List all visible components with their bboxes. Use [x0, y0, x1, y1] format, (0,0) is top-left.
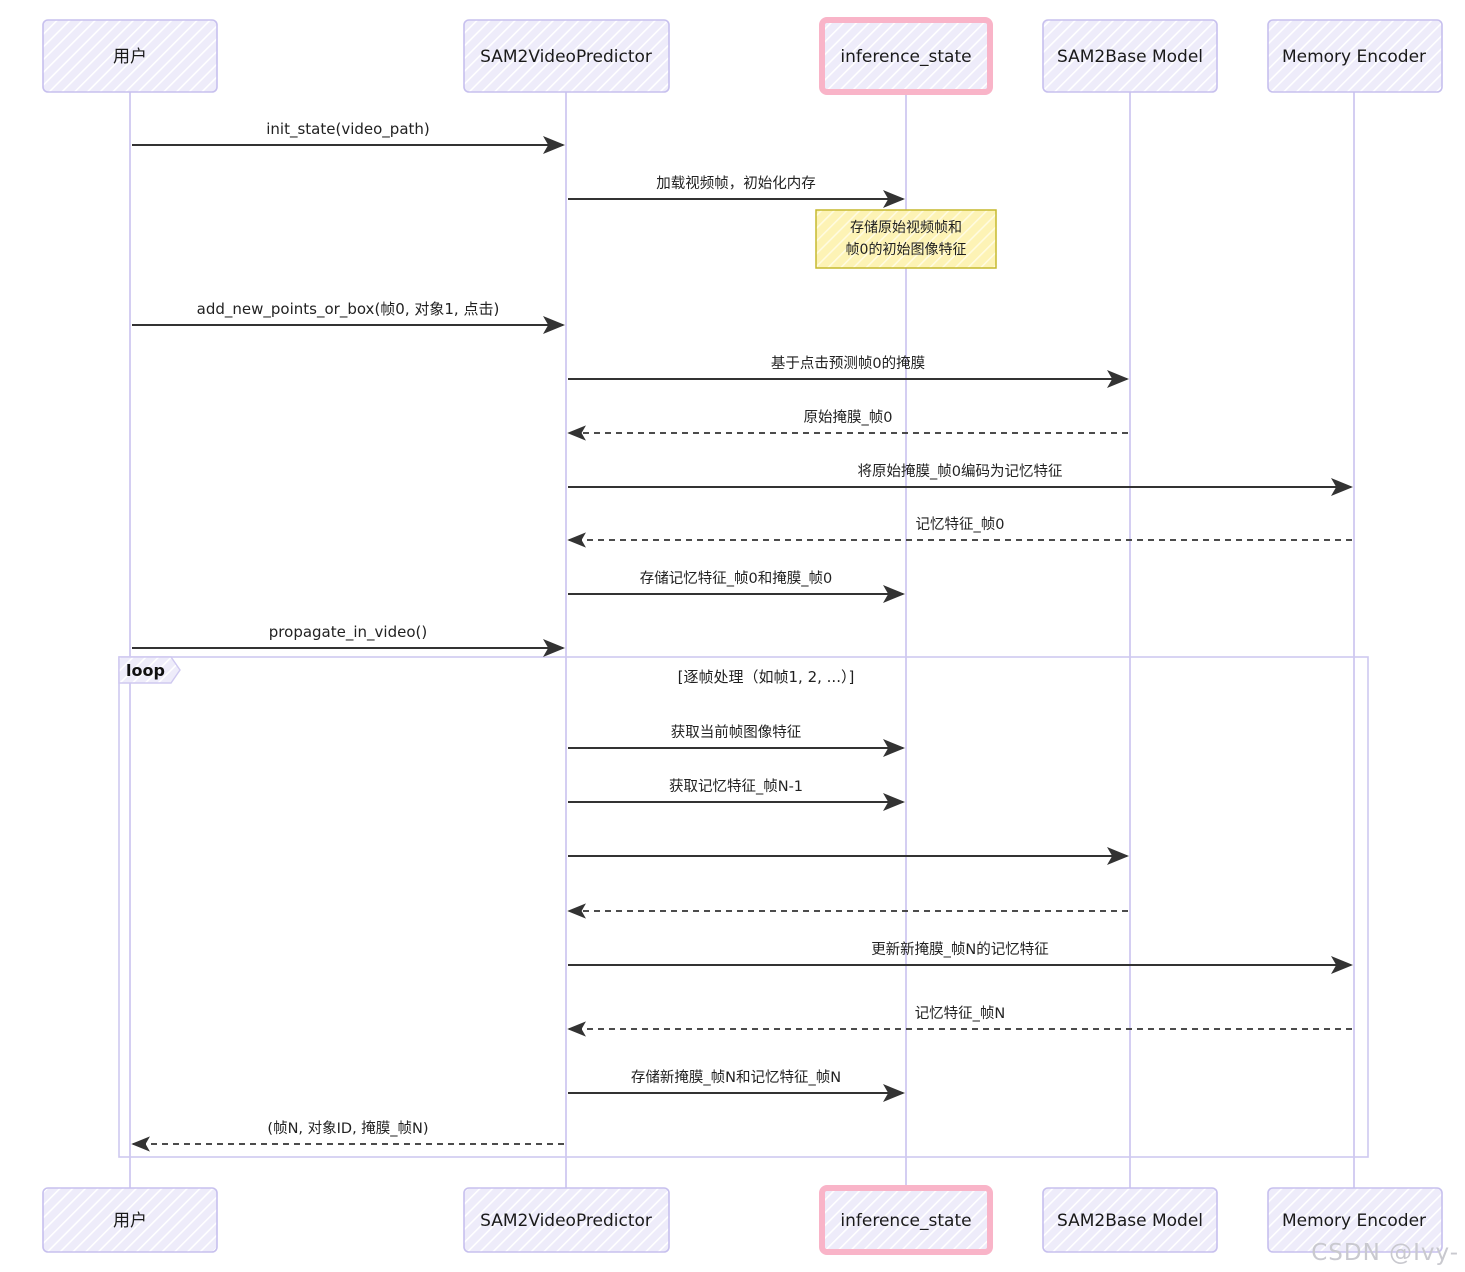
message-m9: propagate_in_video() — [132, 623, 565, 657]
loop-frame — [118, 656, 1369, 1158]
message-label: 记忆特征_帧N — [915, 1005, 1006, 1022]
message-label: 获取记忆特征_帧N-1 — [669, 778, 803, 795]
participant-encoder-bottom[interactable]: Memory Encoder — [1267, 1187, 1443, 1253]
message-label: add_new_points_or_box(帧0, 对象1, 点击) — [197, 300, 500, 319]
participant-label: 用户 — [113, 47, 147, 67]
participant-predictor-bottom[interactable]: SAM2VideoPredictor — [463, 1187, 670, 1253]
message-label: 记忆特征_帧0 — [916, 516, 1005, 533]
message-m5: 原始掩膜_帧0 — [567, 409, 1128, 441]
message-label: 加载视频帧，初始化内存 — [656, 175, 816, 192]
message-label: 将原始掩膜_帧0编码为记忆特征 — [858, 463, 1063, 480]
message-m10: 获取当前帧图像特征 — [568, 724, 905, 757]
loop-condition: [逐帧处理（如帧1, 2, ...）] — [678, 668, 855, 686]
message-label: 更新新掩膜_帧N的记忆特征 — [871, 941, 1049, 958]
message-label: 基于点击预测帧0的掩膜 — [771, 355, 925, 372]
message-m7: 记忆特征_帧0 — [567, 516, 1352, 548]
participant-label: SAM2VideoPredictor — [480, 47, 652, 67]
watermark: CSDN @Ivy- — [1311, 1240, 1459, 1266]
participant-box — [1267, 1187, 1443, 1253]
message-m11: 获取记忆特征_帧N-1 — [568, 778, 905, 811]
participant-state-bottom[interactable]: inference_state — [819, 1185, 993, 1255]
participant-boxes-top: 用户 SAM2VideoPredictor inference_state SAM2B… — [42, 17, 1443, 95]
message-label: 原始掩膜_帧0 — [804, 409, 893, 426]
message-m8: 存储记忆特征_帧0和掩膜_帧0 — [568, 570, 905, 603]
participant-label: Memory Encoder — [1282, 1211, 1426, 1231]
message-label: 存储新掩膜_帧N和记忆特征_帧N — [631, 1069, 841, 1086]
loop-label-tab — [118, 656, 181, 684]
message-m14: 更新新掩膜_帧N的记忆特征 — [568, 941, 1353, 974]
participant-user-top[interactable]: 用户 — [42, 19, 218, 93]
message-m17: (帧N, 对象ID, 掩膜_帧N) — [131, 1120, 564, 1152]
message-m1: init_state(video_path) — [132, 120, 565, 154]
participant-box — [819, 1185, 993, 1255]
participant-base-top[interactable]: SAM2Base Model — [1042, 19, 1218, 93]
message-m3: add_new_points_or_box(帧0, 对象1, 点击) — [132, 300, 565, 334]
note-box — [815, 209, 997, 269]
participant-box — [463, 1187, 670, 1253]
participant-label: SAM2VideoPredictor — [480, 1211, 652, 1231]
message-label: propagate_in_video() — [269, 623, 427, 642]
loop-fragment-layer: loop [逐帧处理（如帧1, 2, ...）] — [118, 656, 1369, 1158]
lifelines-layer — [129, 92, 1355, 1188]
participant-label: Memory Encoder — [1282, 47, 1426, 67]
participant-encoder-top[interactable]: Memory Encoder — [1267, 19, 1443, 93]
participant-box — [42, 19, 218, 93]
participant-state-top[interactable]: inference_state — [819, 17, 993, 95]
participant-label: SAM2Base Model — [1057, 47, 1203, 67]
participant-base-bottom[interactable]: SAM2Base Model — [1042, 1187, 1218, 1253]
participant-label: 用户 — [113, 1211, 147, 1231]
participant-box — [463, 19, 670, 93]
note-line: 帧0的初始图像特征 — [846, 241, 967, 258]
participant-label: SAM2Base Model — [1057, 1211, 1203, 1231]
participant-label: inference_state — [840, 47, 971, 67]
participant-box — [1267, 19, 1443, 93]
message-m16: 存储新掩膜_帧N和记忆特征_帧N — [568, 1069, 905, 1102]
participant-boxes-bottom: 用户 SAM2VideoPredictor inference_state SAM2B… — [42, 1185, 1443, 1255]
message-label: 存储记忆特征_帧0和掩膜_帧0 — [640, 570, 832, 587]
participant-box — [42, 1187, 218, 1253]
participant-box — [1042, 1187, 1218, 1253]
message-m2: 加载视频帧，初始化内存 — [568, 175, 905, 208]
message-m15: 记忆特征_帧N — [567, 1005, 1352, 1037]
participant-predictor-top[interactable]: SAM2VideoPredictor — [463, 19, 670, 93]
message-label: init_state(video_path) — [266, 120, 430, 139]
participant-box — [1042, 19, 1218, 93]
participant-box — [819, 17, 993, 95]
note-line: 存储原始视频帧和 — [850, 220, 962, 236]
participant-user-bottom[interactable]: 用户 — [42, 1187, 218, 1253]
message-label: 获取当前帧图像特征 — [671, 724, 802, 741]
message-m6: 将原始掩膜_帧0编码为记忆特征 — [568, 463, 1353, 496]
message-m4: 基于点击预测帧0的掩膜 — [568, 355, 1129, 388]
message-label: (帧N, 对象ID, 掩膜_帧N) — [267, 1120, 428, 1137]
loop-fragment: loop [逐帧处理（如帧1, 2, ...）] — [118, 656, 1369, 1158]
messages-layer: init_state(video_path) 加载视频帧，初始化内存 add_new… — [131, 120, 1353, 1152]
loop-keyword: loop — [126, 661, 165, 680]
participant-label: inference_state — [840, 1211, 971, 1231]
